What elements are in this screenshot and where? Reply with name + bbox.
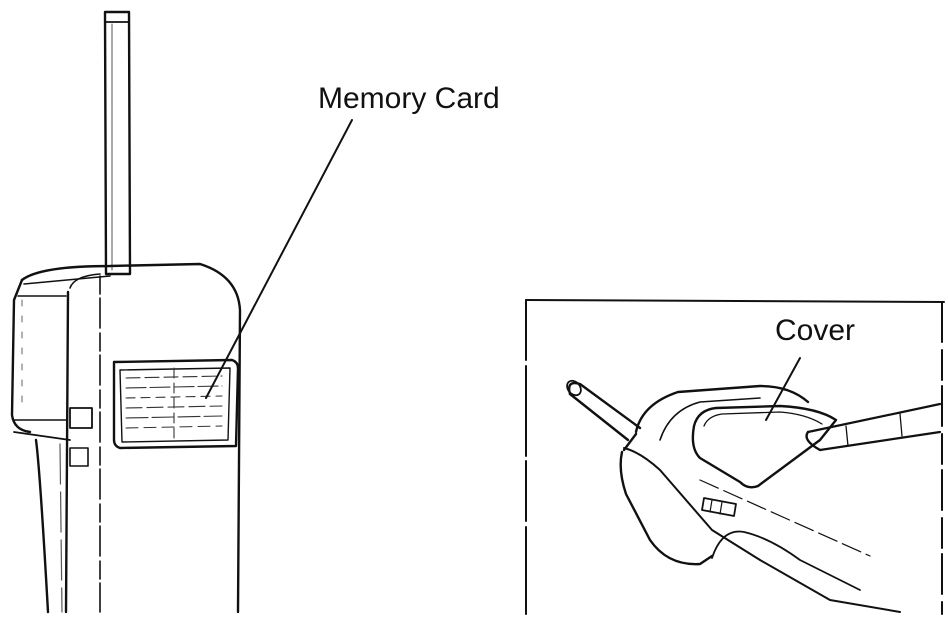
cover	[691, 404, 838, 489]
side-port	[701, 497, 737, 517]
handset-body	[10, 262, 242, 614]
memory-card-leader-line	[205, 119, 353, 399]
handset-back-figure	[10, 10, 353, 614]
inset-antenna	[566, 379, 642, 442]
inset-handset	[619, 384, 901, 613]
stylus-tool	[805, 402, 942, 452]
memory-card-label: Memory Card	[318, 82, 500, 115]
cover-leader-line	[765, 357, 801, 421]
inset-frame	[525, 299, 945, 615]
memory-card	[112, 358, 240, 450]
side-switch	[69, 407, 93, 467]
antenna	[103, 10, 132, 276]
cover-label: Cover	[775, 314, 856, 347]
inset-figure	[525, 299, 945, 615]
